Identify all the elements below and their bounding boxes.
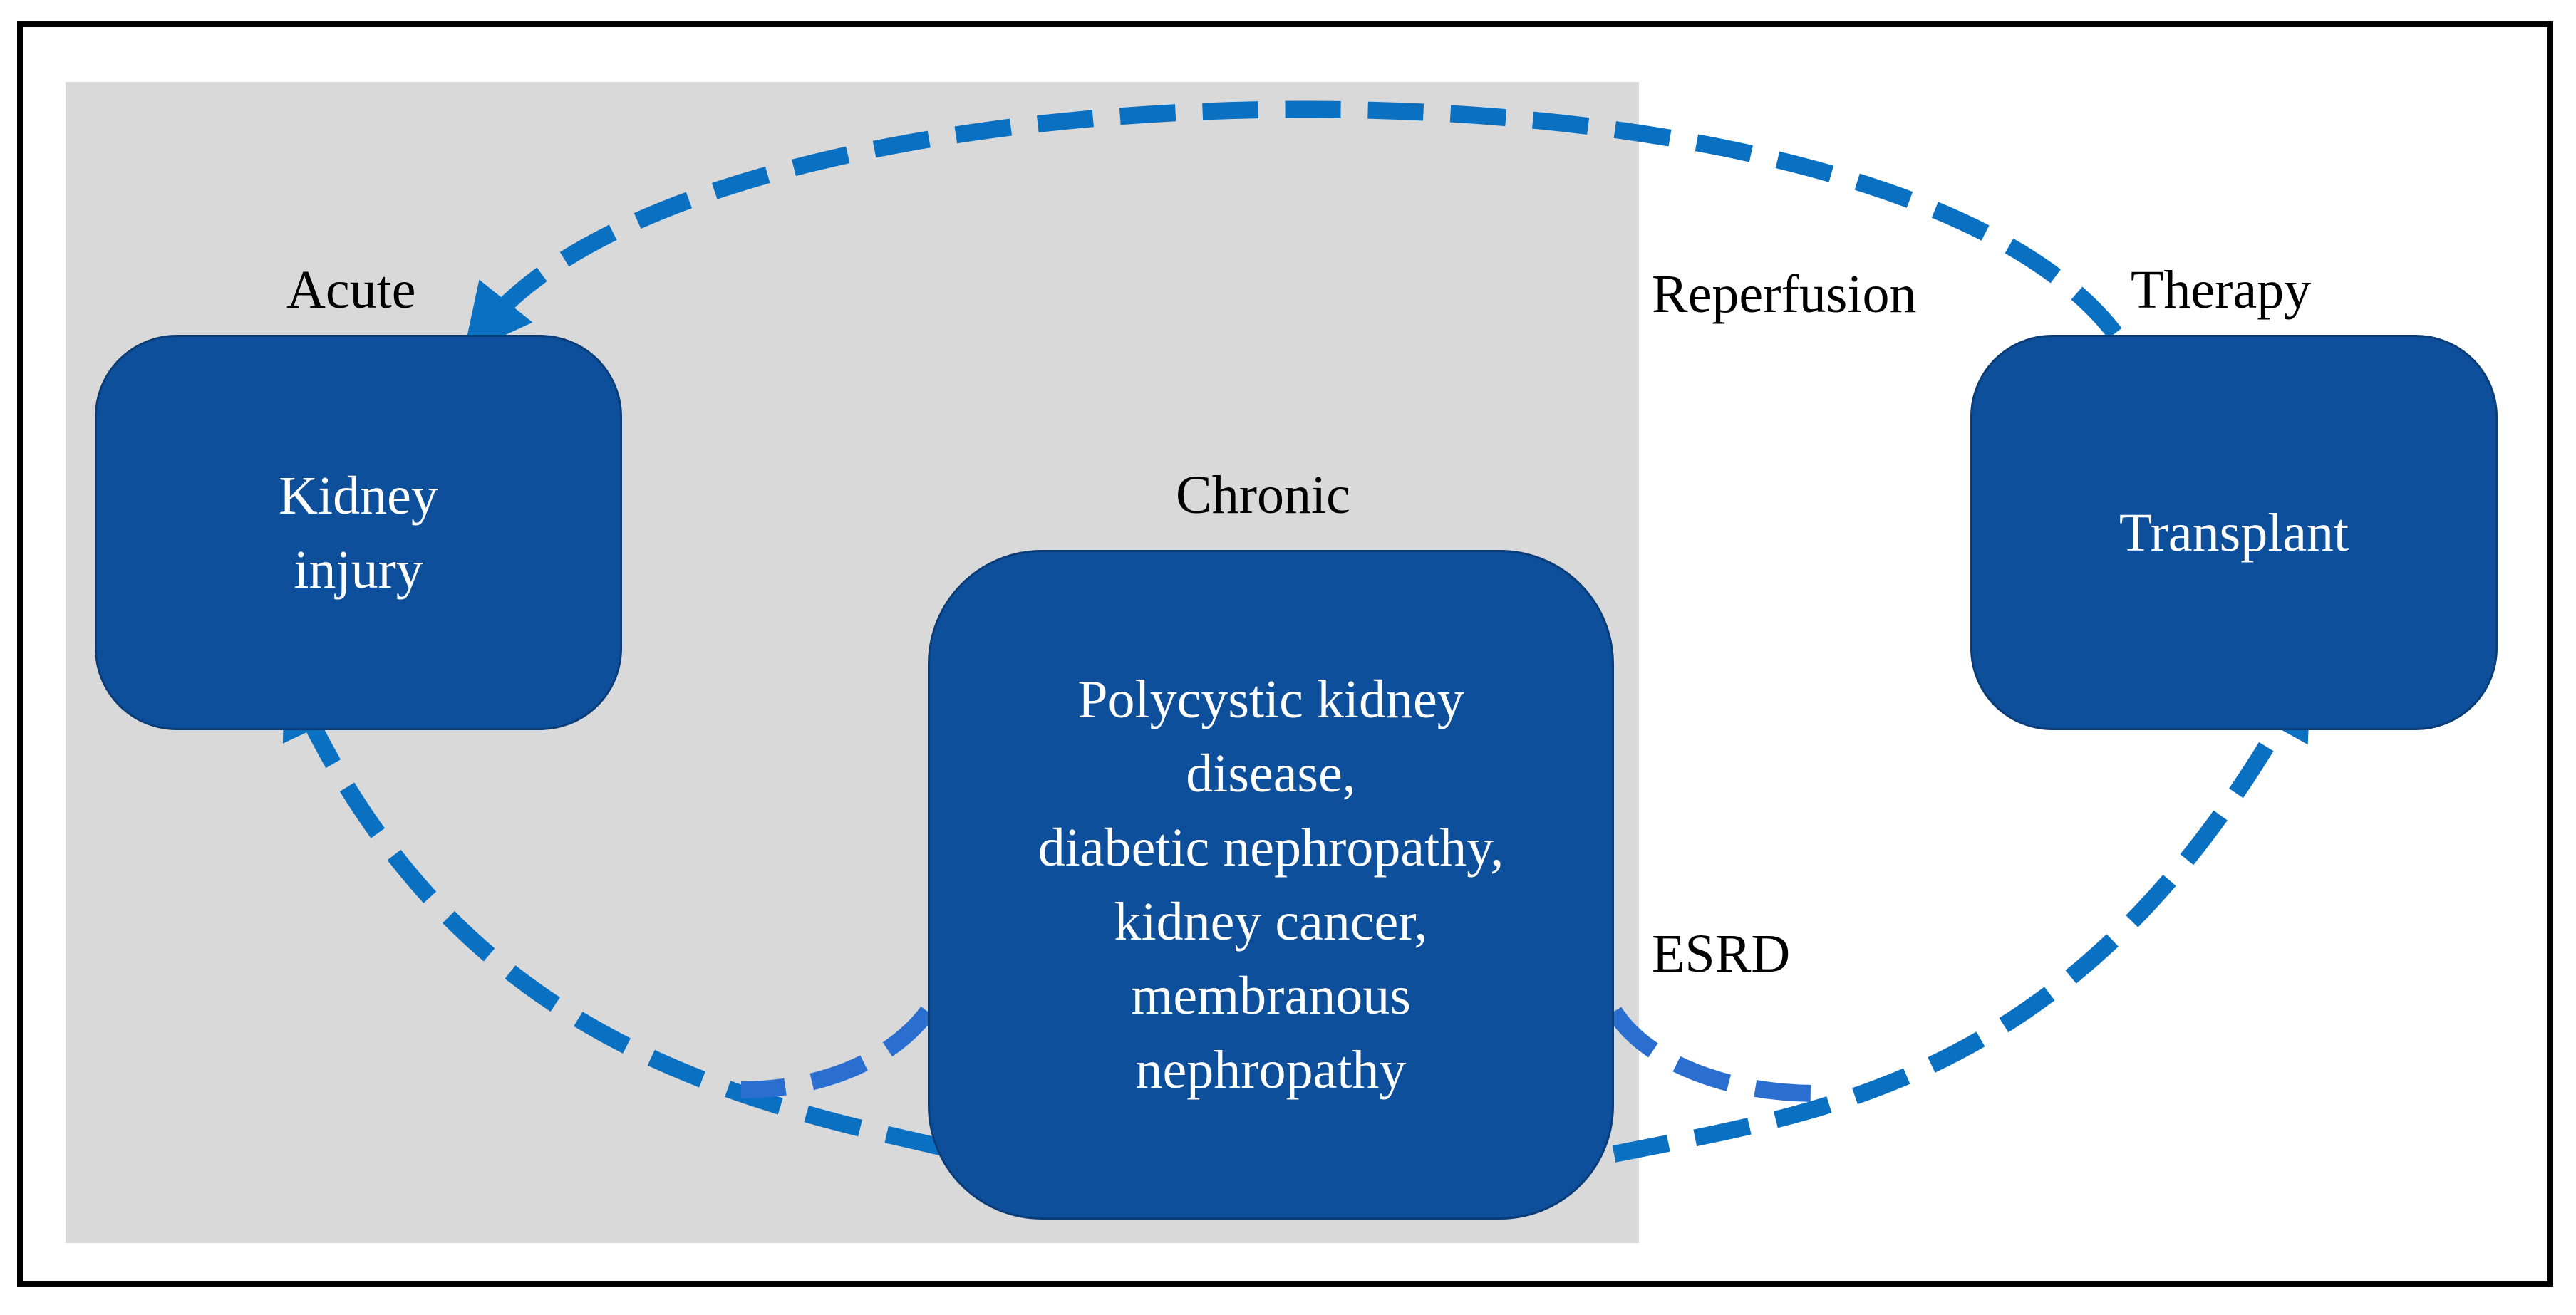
label-acute: Acute — [286, 260, 416, 320]
chronic-diseases-box: Polycystic kidney disease, diabetic neph… — [928, 550, 1614, 1220]
transplant-text: Transplant — [2119, 502, 2349, 563]
transplant-box: Transplant — [1970, 335, 2498, 730]
arrow-chronic-to-kidney-injury — [282, 667, 943, 1155]
arrow-chronic-right-loop — [1606, 1007, 1818, 1102]
arrow-transplant-to-kidney-injury — [462, 100, 2122, 355]
kidney-injury-text: Kidney injury — [279, 465, 438, 600]
outer-frame — [17, 21, 2553, 1287]
kidney-injury-box: Kidney injury — [95, 335, 622, 730]
label-reperfusion: Reperfusion — [1652, 264, 1917, 324]
label-esrd: ESRD — [1652, 924, 1791, 984]
label-chronic: Chronic — [1176, 465, 1350, 525]
chronic-diseases-text: Polycystic kidney disease, diabetic neph… — [1038, 670, 1504, 1100]
label-therapy: Therapy — [2131, 260, 2312, 320]
arrow-chronic-left-loop — [740, 1006, 935, 1098]
arrow-chronic-to-transplant — [1612, 668, 2312, 1163]
